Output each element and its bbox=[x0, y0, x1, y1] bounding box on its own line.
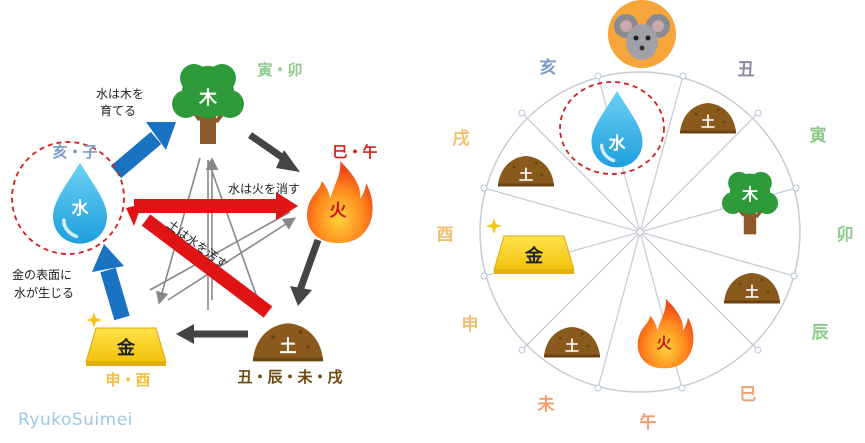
red-arrows bbox=[126, 192, 298, 318]
wood-glyph-right: 木 bbox=[741, 185, 759, 204]
fire-glyph-right: 火 bbox=[656, 334, 672, 352]
sparkle-icon bbox=[86, 312, 102, 328]
sparkle-icon-right bbox=[486, 218, 502, 234]
note-metal-water-1: 金の表面に bbox=[12, 267, 72, 282]
blue-arrow-metal-water bbox=[100, 267, 130, 321]
branch-label-in: 寅 bbox=[810, 125, 827, 146]
fire-branches-label: 巳・午 bbox=[332, 143, 377, 161]
metal-branches-label: 申・酉 bbox=[105, 371, 150, 389]
water-highlight-circle-right bbox=[559, 81, 665, 175]
soil-glyph-dragon: 土 bbox=[745, 284, 759, 301]
watermark: RyukoSuimei bbox=[18, 410, 133, 430]
blue-arrow-water-wood-head bbox=[146, 122, 176, 150]
metal-glyph-right: 金 bbox=[524, 245, 544, 267]
spoke bbox=[521, 112, 641, 233]
left-five-elements-cycle: 木 寅・卯 火 巳・午 土 丑・辰・未・戌 金 申・酉 水 亥・子 水は木を 育… bbox=[11, 61, 378, 389]
blue-arrows bbox=[92, 122, 176, 321]
rat-icon bbox=[608, 0, 676, 68]
arrow-wood-fire-head bbox=[276, 150, 300, 172]
spoke bbox=[597, 231, 641, 389]
arrow-earth-metal-head bbox=[176, 324, 194, 344]
star-arrow-wood-metal bbox=[156, 157, 201, 305]
red-arrow-water-fire-head bbox=[276, 192, 298, 220]
water-drop-icon-right bbox=[589, 89, 645, 170]
soil-glyph-mi: 土 bbox=[565, 338, 579, 355]
wood-branches-label: 寅・卯 bbox=[257, 61, 302, 79]
spoke bbox=[639, 112, 759, 233]
spoke bbox=[639, 75, 684, 233]
branch-label-yuu: 酉 bbox=[437, 225, 454, 245]
metal-glyph: 金 bbox=[116, 337, 136, 359]
arrow-wood-fire bbox=[248, 132, 288, 163]
branch-label-hai: 亥 bbox=[540, 57, 557, 78]
arrow-fire-earth bbox=[296, 238, 322, 292]
blue-arrow-metal-water-head bbox=[92, 244, 124, 272]
water-branches-label: 亥・子 bbox=[52, 143, 97, 161]
branch-label-chou: 丑 bbox=[738, 60, 755, 80]
branch-label-jutsu: 戌 bbox=[453, 128, 470, 149]
earth-glyph: 土 bbox=[280, 336, 297, 357]
branch-label-go: 午 bbox=[640, 412, 657, 433]
note-metal-water-2: 水が生じる bbox=[14, 285, 74, 300]
branch-label-shi: 巳 bbox=[740, 385, 757, 405]
spoke bbox=[483, 187, 641, 233]
soil-glyph-jutsu: 土 bbox=[519, 167, 533, 184]
note-water-wood-2: 育てる bbox=[100, 103, 136, 118]
note-water-fire: 水は火を消す bbox=[228, 182, 300, 196]
generating-arrows bbox=[176, 132, 322, 344]
right-zodiac-wheel: 亥 丑 寅 卯 辰 巳 午 未 申 酉 戌 水 土 土 土 土 木 火 金 bbox=[437, 0, 854, 433]
branch-label-bou: 卯 bbox=[837, 225, 854, 245]
wheel-circle bbox=[479, 71, 801, 393]
red-arrow-earth-water-head bbox=[126, 204, 142, 226]
spoke bbox=[639, 231, 795, 277]
water-highlight-circle bbox=[11, 141, 125, 255]
red-arrow-earth-water bbox=[141, 214, 273, 318]
spoke bbox=[639, 231, 759, 351]
water-glyph: 水 bbox=[72, 198, 90, 219]
star-arrow-fire-metal bbox=[149, 211, 291, 291]
wood-glyph: 木 bbox=[198, 87, 218, 109]
arrow-fire-earth-head bbox=[290, 286, 312, 306]
earth-branches-label: 丑・辰・未・戌 bbox=[237, 368, 342, 386]
spoke bbox=[521, 231, 641, 351]
branch-label-monkey: 申 bbox=[462, 314, 479, 335]
wheel-nodes bbox=[480, 72, 800, 392]
star-arrow-metal-fire bbox=[167, 217, 297, 301]
branch-label-mi: 未 bbox=[537, 394, 555, 415]
blue-arrow-water-wood bbox=[110, 131, 162, 179]
note-water-wood-1: 水は木を bbox=[96, 87, 144, 101]
branch-label-dragon: 辰 bbox=[812, 323, 830, 343]
star-arrow-wood-earth-b bbox=[207, 159, 259, 301]
water-glyph-right: 水 bbox=[609, 133, 627, 154]
soil-glyph-chou: 土 bbox=[701, 114, 715, 131]
fire-glyph: 火 bbox=[330, 201, 348, 221]
